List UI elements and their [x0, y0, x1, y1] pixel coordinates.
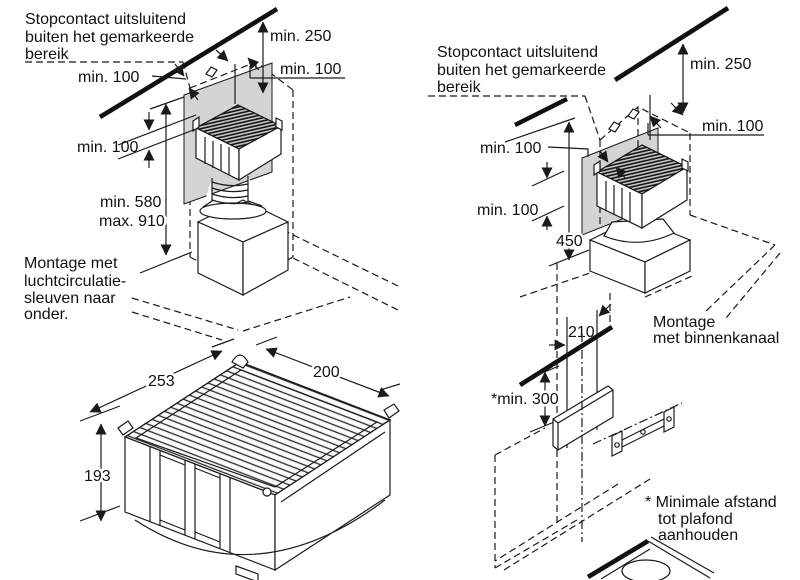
caption-left-line3: sleuven naar — [24, 290, 116, 307]
dim-min-100-right-label: min. 100 — [702, 118, 763, 135]
caption-right-line1: Montage — [653, 314, 715, 331]
wall-bracket — [611, 406, 675, 457]
dim-min-100-left-upper: min. 100 — [480, 140, 627, 179]
dim-min-100-lower: min. 100 — [75, 112, 197, 168]
dim-height-193: 193 — [79, 423, 121, 522]
inner-duct-install-diagram: Stopcontact uitsluitend buiten het gemar… — [428, 6, 781, 523]
dim-height-max-label: max. 910 — [99, 213, 165, 230]
dim-min-250: min. 250 — [257, 21, 331, 94]
screw-anchor-icon — [608, 121, 621, 133]
socket-note-line1: Stopcontact uitsluitend — [25, 11, 186, 28]
dim-height-580-910: min. 580 max. 910 — [97, 96, 193, 274]
recirculation-module — [192, 104, 283, 182]
dim-min-250-right: min. 250 — [677, 43, 751, 114]
burner-circle — [621, 559, 671, 580]
dim-min-250-right-label: min. 250 — [690, 56, 751, 73]
dim-depth-label: 200 — [313, 364, 340, 381]
mounting-plate — [552, 385, 614, 451]
dim-min-100-lu-label: min. 100 — [480, 140, 541, 157]
caption-left-line4: onder. — [24, 306, 68, 323]
dim-height-450: 450 — [548, 121, 590, 267]
dim-min-100-left-label: min. 100 — [78, 69, 139, 86]
cooktop — [586, 536, 715, 580]
socket-note-right-line2: buiten het gemarkeerde — [437, 62, 606, 79]
dim-min-300-label: *min. 300 — [491, 391, 559, 408]
footnote-line1: * Minimale afstand — [645, 494, 777, 511]
dim-min-100-lower-label: min. 100 — [77, 139, 138, 156]
recirculation-module-right — [593, 144, 689, 230]
socket-note-right-line1: Stopcontact uitsluitend — [437, 44, 598, 61]
wall-bracket-cooktop-drawing: 210 *min. 300 — [489, 303, 777, 580]
dim-width-253: 253 — [79, 338, 235, 422]
dim-min-100-right: min. 100 — [647, 102, 764, 136]
dim-height-label: 193 — [84, 468, 111, 485]
footnote-line2: tot plafond — [658, 511, 733, 528]
footnote-line3: aanhouden — [658, 527, 738, 544]
socket-note-line2: buiten het gemarkeerde — [25, 29, 194, 46]
caption-left-line2: luchtcirculatie- — [24, 273, 126, 290]
dim-min-100-ll-label: min. 100 — [477, 202, 538, 219]
dim-height-450-label: 450 — [556, 233, 583, 250]
screw-anchor-icon — [627, 108, 640, 120]
socket-note-right-line3: bereik — [437, 79, 482, 96]
caption-left-line1: Montage met — [24, 255, 118, 272]
caption-right-line2: met binnenkanaal — [653, 330, 779, 347]
module-dimension-drawing: 253 200 193 — [79, 336, 401, 580]
dim-min-100-left-lower: min. 100 — [477, 162, 565, 230]
screw-anchor-icon — [205, 66, 218, 78]
socket-note-line3: bereik — [25, 46, 70, 63]
dim-width-210-label: 210 — [568, 324, 595, 341]
recirculation-install-diagram: Stopcontact uitsluitend buiten het gemar… — [24, 7, 399, 341]
dim-min-100-top: min. 100 — [215, 49, 345, 79]
dim-height-min-label: min. 580 — [100, 194, 161, 211]
dim-min-100-top-label: min. 100 — [280, 61, 341, 78]
dim-min-250-label: min. 250 — [270, 28, 331, 45]
dim-min-300: *min. 300 — [489, 365, 561, 433]
dim-min-100-left: min. 100 — [78, 63, 200, 101]
dim-width-label: 253 — [148, 373, 175, 390]
dim-depth-200: 200 — [255, 336, 401, 398]
